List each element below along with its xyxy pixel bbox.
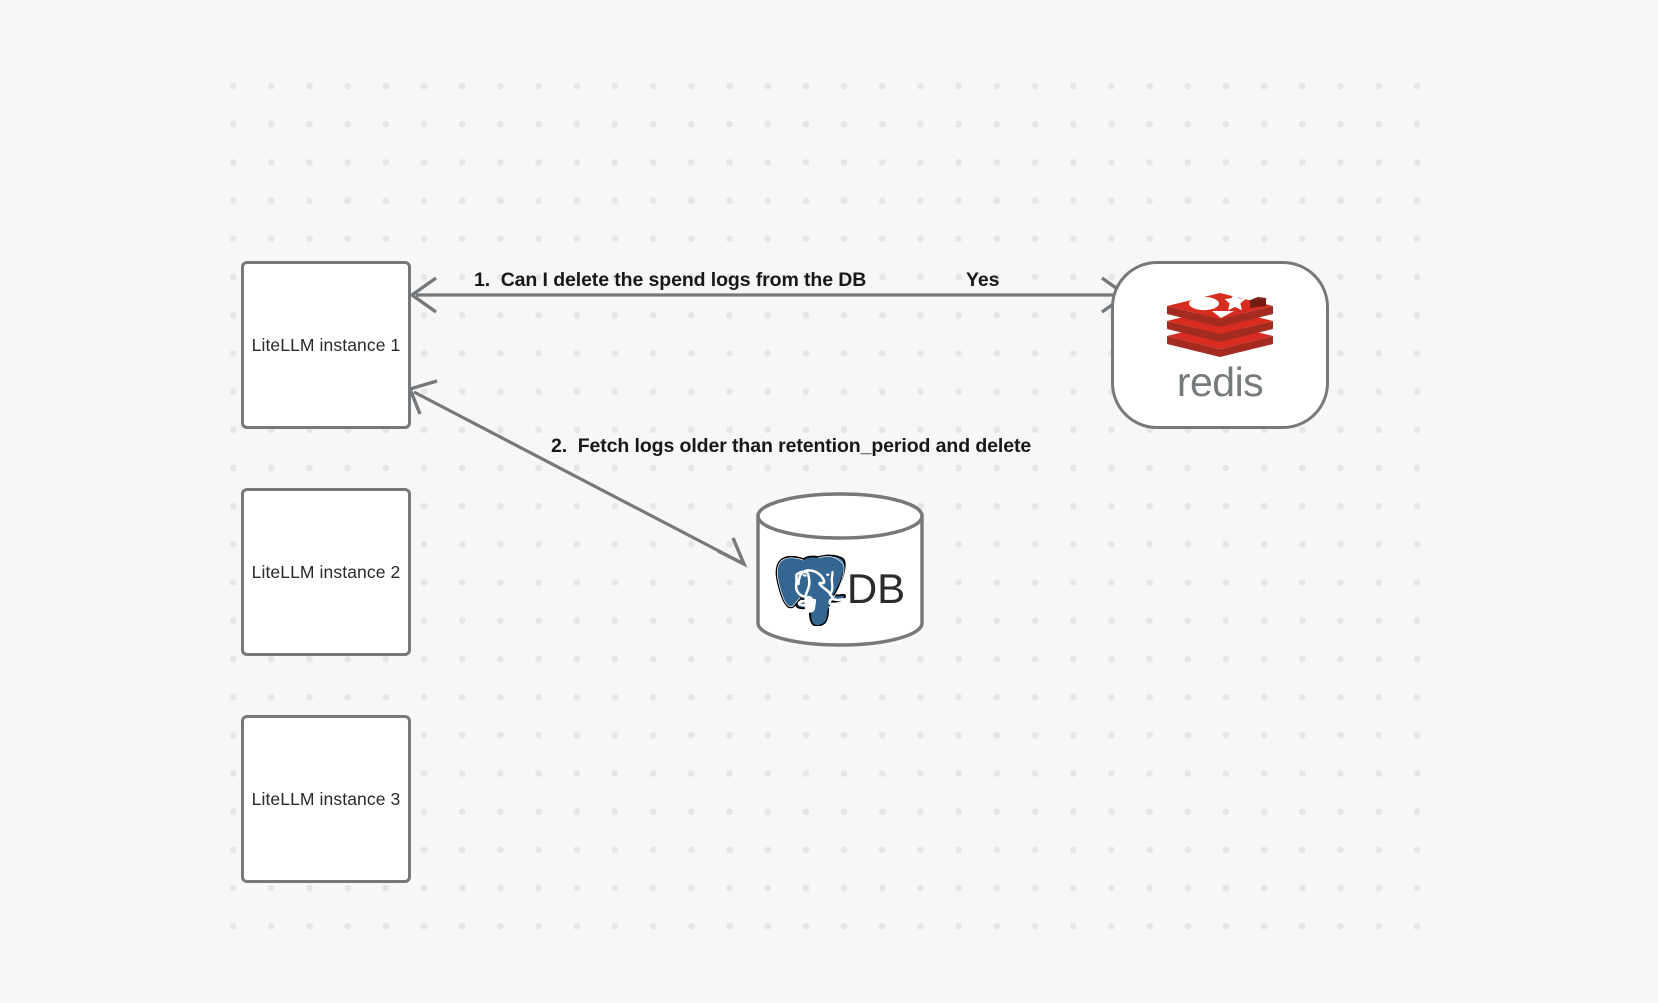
edge-1-label: 1. Can I delete the spend logs from the …	[474, 269, 867, 291]
node-litellm-instance-1[interactable]: LiteLLM instance 1	[241, 261, 411, 429]
edge-2-line	[413, 390, 741, 564]
edge-2-label: 2. Fetch logs older than retention_perio…	[551, 435, 1032, 457]
node-redis[interactable]: redis	[1111, 261, 1329, 429]
database-logo-group: DB	[755, 544, 925, 634]
node-litellm-instance-3-label: LiteLLM instance 3	[251, 788, 401, 809]
node-litellm-instance-2-label: LiteLLM instance 2	[251, 561, 401, 582]
database-label: DB	[846, 565, 906, 612]
redis-wordmark: redis	[1176, 358, 1264, 405]
node-database[interactable]: DB	[755, 492, 925, 647]
redis-logo-group: redis	[1164, 284, 1276, 403]
edge-2-arrowhead-right	[717, 537, 748, 568]
edge-1-reply-label: Yes	[966, 269, 1000, 291]
redis-logo-icon	[1167, 291, 1274, 357]
node-litellm-instance-2[interactable]: LiteLLM instance 2	[241, 488, 411, 656]
node-litellm-instance-3[interactable]: LiteLLM instance 3	[241, 715, 411, 883]
edge-db-litellm1	[407, 379, 748, 568]
edge-1-arrowhead-left	[409, 276, 437, 314]
postgresql-elephant-icon	[775, 554, 846, 626]
node-litellm-instance-1-label: LiteLLM instance 1	[251, 334, 401, 355]
